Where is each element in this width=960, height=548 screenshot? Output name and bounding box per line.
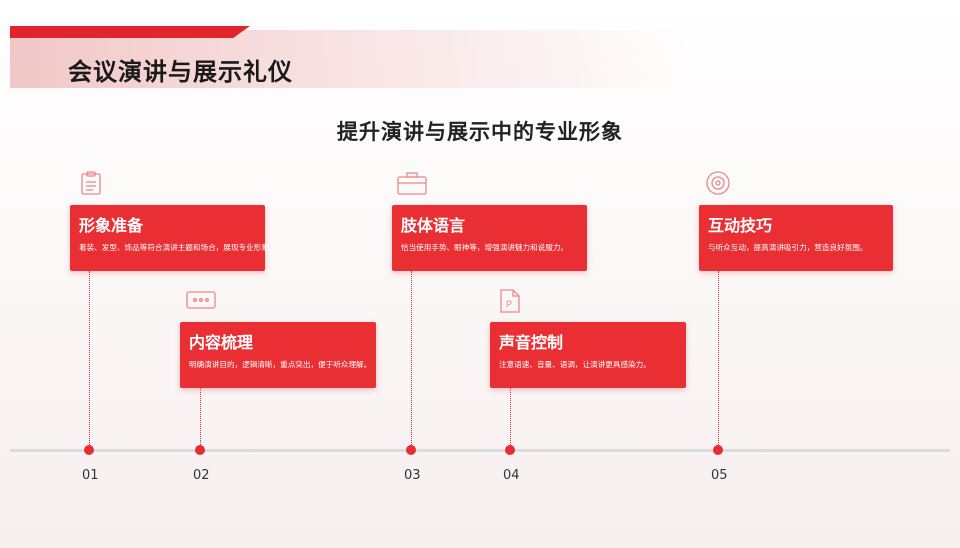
timeline-dot	[195, 445, 205, 455]
clipboard-icon	[78, 170, 104, 196]
slide-title: 会议演讲与展示礼仪	[68, 58, 293, 86]
step-title: 互动技巧	[708, 216, 773, 235]
target-icon	[705, 170, 731, 196]
timeline-dot	[406, 445, 416, 455]
step-card-02: 内容梳理 明确演讲目的，逻辑清晰，重点突出，便于听众理解。	[180, 322, 376, 388]
step-title: 肢体语言	[401, 216, 466, 235]
section-title: 提升演讲与展示中的专业形象	[337, 120, 623, 144]
connector-line	[718, 271, 719, 445]
step-number: 05	[711, 468, 728, 483]
document-icon: P	[497, 288, 523, 314]
step-title: 内容梳理	[189, 333, 254, 352]
connector-line	[510, 388, 511, 445]
step-title: 形象准备	[79, 216, 144, 235]
briefcase-icon	[396, 170, 428, 196]
step-description: 明确演讲目的，逻辑清晰，重点突出，便于听众理解。	[189, 360, 372, 369]
timeline-dot	[505, 445, 515, 455]
step-card-01: 形象准备 着装、发型、饰品等符合演讲主题和场合，展现专业形象。	[70, 205, 277, 271]
step-description: 着装、发型、饰品等符合演讲主题和场合，展现专业形象。	[79, 243, 277, 252]
step-description: 注意语速、音量、语调，让演讲更具感染力。	[499, 360, 651, 369]
step-number: 01	[82, 468, 99, 483]
step-description: 恰当使用手势、眼神等，增强演讲魅力和说服力。	[401, 243, 569, 252]
timeline-dot	[713, 445, 723, 455]
step-title: 声音控制	[499, 333, 564, 352]
speech-bubble-icon	[185, 288, 217, 314]
step-number: 03	[404, 468, 421, 483]
step-number: 04	[503, 468, 520, 483]
step-description: 与听众互动，提高演讲吸引力，营造良好氛围。	[708, 243, 868, 252]
svg-text:P: P	[506, 299, 512, 309]
step-card-03: 肢体语言 恰当使用手势、眼神等，增强演讲魅力和说服力。	[392, 205, 587, 271]
timeline-dot	[84, 445, 94, 455]
timeline-axis	[10, 449, 950, 452]
connector-line	[411, 271, 412, 445]
header-band	[10, 30, 690, 88]
step-card-04: 声音控制 注意语速、音量、语调，让演讲更具感染力。	[490, 322, 686, 388]
connector-line	[200, 388, 201, 445]
step-number: 02	[193, 468, 210, 483]
header-accent-bar	[10, 26, 250, 38]
step-card-05: 互动技巧 与听众互动，提高演讲吸引力，营造良好氛围。	[699, 205, 893, 271]
connector-line	[89, 271, 90, 445]
